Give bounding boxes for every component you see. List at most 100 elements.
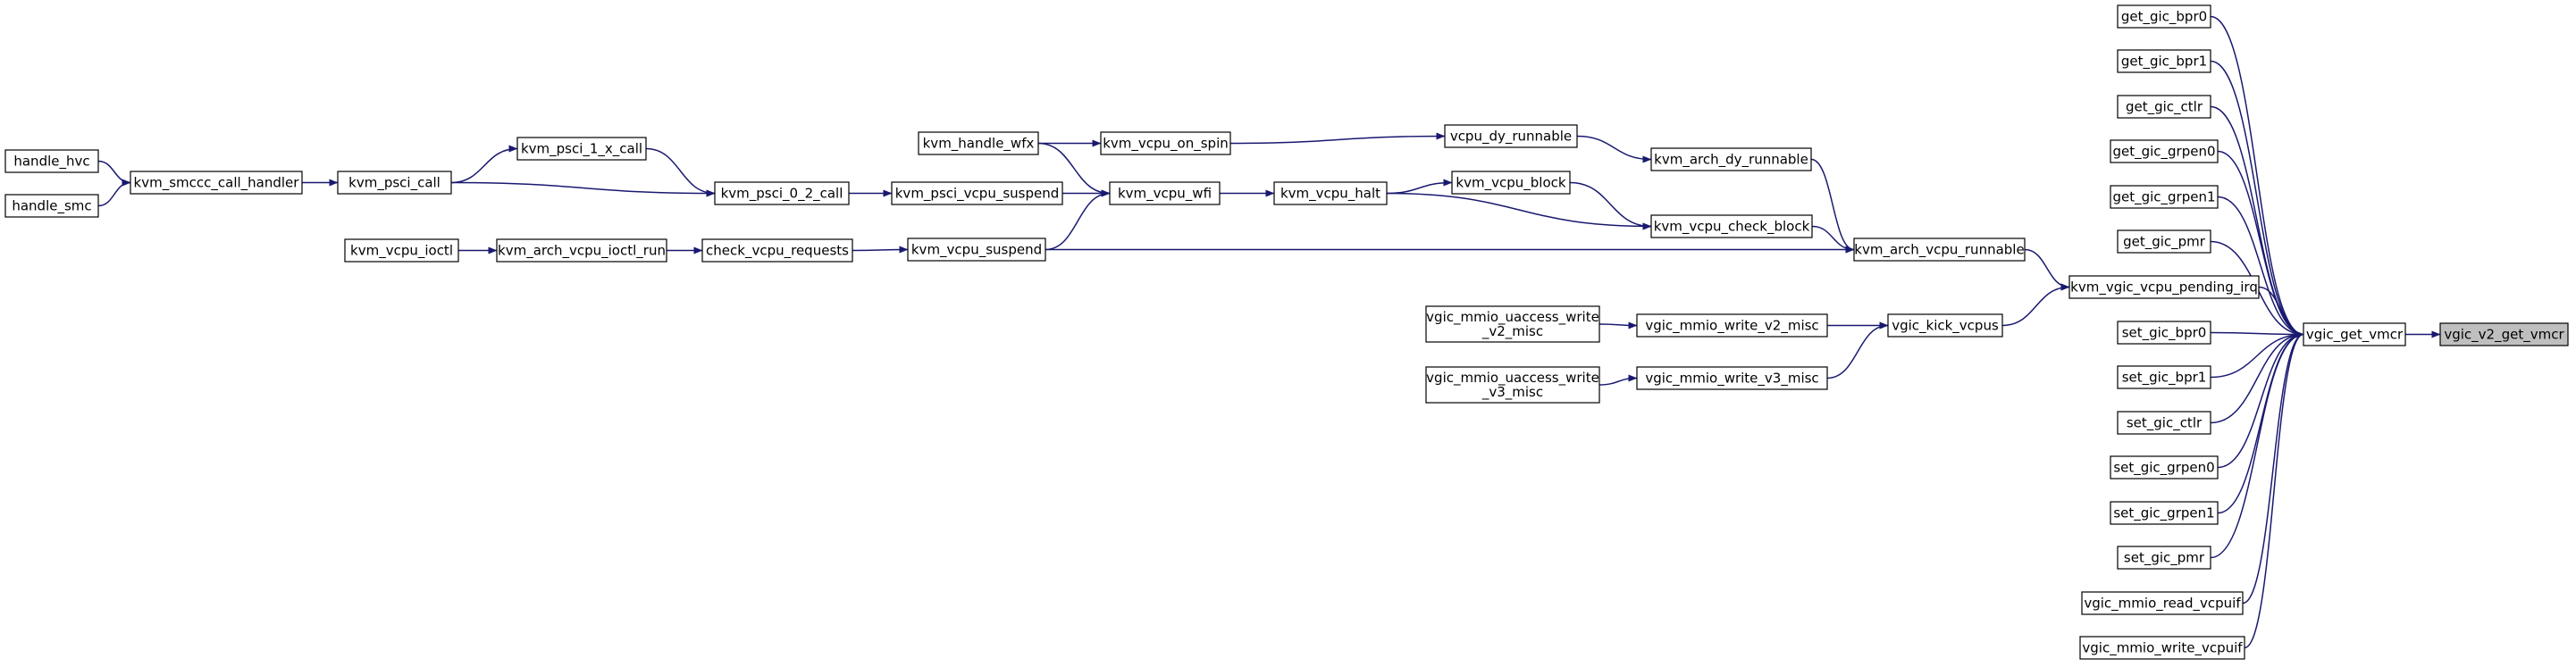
node-kvm-vcpu-block[interactable]: kvm_vcpu_block bbox=[1451, 171, 1571, 195]
edge-vgic-mmio-read-vcpuif-to-vgic-get-vmcr bbox=[2242, 330, 2304, 604]
edge-vgic-mmio-write-v3-misc-to-vgic-kick-vcpus bbox=[1826, 321, 1889, 379]
node-label-set-gic-bpr1: set_gic_bpr1 bbox=[2122, 370, 2207, 387]
node-get-gic-bpr1[interactable]: get_gic_bpr1 bbox=[2117, 49, 2211, 73]
node-label-handle-smc: handle_smc bbox=[12, 198, 91, 215]
node-label-kvm-vcpu-ioctl: kvm_vcpu_ioctl bbox=[350, 243, 453, 260]
node-kvm-smccc-call-handler[interactable]: kvm_smccc_call_handler bbox=[130, 171, 303, 195]
node-check-vcpu-requests[interactable]: check_vcpu_requests bbox=[701, 238, 853, 263]
node-vgic-v2-get-vmcr[interactable]: vgic_v2_get_vmcr bbox=[2439, 322, 2569, 346]
edge-kvm-handle-wfx-to-kvm-vcpu-wfi bbox=[1037, 142, 1111, 197]
nodes-layer: vgic_v2_get_vmcr vgic_get_vmcr get_gic_bpr… bbox=[4, 4, 2569, 660]
node-kvm-vgic-vcpu-pending-irq[interactable]: kvm_vgic_vcpu_pending_irq bbox=[2068, 275, 2260, 299]
node-label-kvm-arch-dy-runnable: kvm_arch_dy_runnable bbox=[1654, 152, 1808, 169]
node-label-kvm-psci-vcpu-suspend: kvm_psci_vcpu_suspend bbox=[895, 186, 1060, 203]
node-label-get-gic-bpr1: get_gic_bpr1 bbox=[2121, 54, 2207, 71]
edge-get-gic-bpr1-to-vgic-get-vmcr bbox=[2210, 60, 2304, 338]
node-vgic-get-vmcr[interactable]: vgic_get_vmcr bbox=[2303, 322, 2406, 346]
node-label-kvm-vcpu-suspend: kvm_vcpu_suspend bbox=[911, 242, 1042, 259]
edge-set-gic-pmr-to-vgic-get-vmcr bbox=[2210, 330, 2304, 559]
node-get-gic-pmr[interactable]: get_gic_pmr bbox=[2117, 229, 2211, 254]
node-label-kvm-vcpu-block: kvm_vcpu_block bbox=[1456, 175, 1565, 192]
edge-kvm-vcpu-halt-to-kvm-vcpu-block bbox=[1386, 179, 1453, 195]
edge-get-gic-bpr0-to-vgic-get-vmcr bbox=[2210, 15, 2304, 338]
edge-kvm-vcpu-block-to-kvm-vcpu-check-block bbox=[1569, 181, 1652, 230]
node-label-kvm-vcpu-check-block: kvm_vcpu_check_block bbox=[1654, 219, 1810, 236]
node-kvm-psci-1-x-call[interactable]: kvm_psci_1_x_call bbox=[516, 137, 647, 161]
node-kvm-vcpu-wfi[interactable]: kvm_vcpu_wfi bbox=[1109, 181, 1221, 205]
node-get-gic-grpen1[interactable]: get_gic_grpen1 bbox=[2110, 185, 2219, 209]
node-label-set-gic-grpen1: set_gic_grpen1 bbox=[2113, 505, 2214, 522]
node-vgic-mmio-read-vcpuif[interactable]: vgic_mmio_read_vcpuif bbox=[2081, 591, 2244, 615]
node-kvm-psci-vcpu-suspend[interactable]: kvm_psci_vcpu_suspend bbox=[891, 181, 1063, 205]
edge-vgic-mmio-write-vcpuif-to-vgic-get-vmcr bbox=[2244, 330, 2304, 649]
node-kvm-arch-vcpu-ioctl-run[interactable]: kvm_arch_vcpu_ioctl_run bbox=[496, 238, 667, 263]
node-vgic-mmio-uaccess-write-v2-misc[interactable]: vgic_mmio_uaccess_write_v2_misc bbox=[1425, 305, 1600, 343]
edge-kvm-psci-1-x-call-to-kvm-psci-0-2-call bbox=[645, 147, 716, 197]
edge-get-gic-grpen1-to-vgic-get-vmcr bbox=[2217, 196, 2304, 338]
node-kvm-psci-0-2-call[interactable]: kvm_psci_0_2_call bbox=[714, 181, 850, 205]
node-label-vgic-mmio-write-v2-misc: vgic_mmio_write_v2_misc bbox=[1645, 318, 1818, 335]
edge-vgic-kick-vcpus-to-kvm-vgic-vcpu-pending-irq bbox=[2001, 283, 2070, 327]
node-kvm-vcpu-suspend[interactable]: kvm_vcpu_suspend bbox=[907, 238, 1046, 262]
node-label-get-gic-pmr: get_gic_pmr bbox=[2123, 234, 2206, 251]
node-label-kvm-vcpu-on-spin: kvm_vcpu_on_spin bbox=[1103, 136, 1229, 153]
node-handle-hvc[interactable]: handle_hvc bbox=[4, 149, 99, 173]
node-label-vgic-mmio-read-vcpuif: vgic_mmio_read_vcpuif bbox=[2084, 596, 2241, 613]
node-label-kvm-arch-vcpu-ioctl-run: kvm_arch_vcpu_ioctl_run bbox=[498, 243, 666, 260]
node-label-vgic-mmio-uaccess-write-v2-misc-line2: _v2_misc bbox=[1481, 323, 1543, 340]
node-vgic-mmio-write-v2-misc[interactable]: vgic_mmio_write_v2_misc bbox=[1636, 313, 1828, 338]
node-label-vgic-mmio-write-vcpuif: vgic_mmio_write_vcpuif bbox=[2082, 640, 2243, 657]
node-label-handle-hvc: handle_hvc bbox=[13, 154, 89, 171]
node-vgic-mmio-write-vcpuif[interactable]: vgic_mmio_write_vcpuif bbox=[2079, 636, 2245, 660]
node-kvm-arch-dy-runnable[interactable]: kvm_arch_dy_runnable bbox=[1650, 147, 1812, 171]
node-label-set-gic-pmr: set_gic_pmr bbox=[2124, 550, 2205, 567]
edge-kvm-arch-vcpu-runnable-to-kvm-vgic-vcpu-pending-irq bbox=[2024, 248, 2070, 291]
node-label-kvm-psci-call: kvm_psci_call bbox=[348, 175, 441, 192]
node-set-gic-bpr0[interactable]: set_gic_bpr0 bbox=[2117, 321, 2211, 345]
node-get-gic-grpen0[interactable]: get_gic_grpen0 bbox=[2110, 139, 2219, 163]
node-kvm-vcpu-halt[interactable]: kvm_vcpu_halt bbox=[1273, 181, 1388, 205]
node-kvm-arch-vcpu-runnable[interactable]: kvm_arch_vcpu_runnable bbox=[1853, 238, 2026, 262]
node-label-kvm-psci-1-x-call: kvm_psci_1_x_call bbox=[521, 141, 642, 158]
node-get-gic-ctlr[interactable]: get_gic_ctlr bbox=[2117, 95, 2211, 119]
node-label-vgic-kick-vcpus: vgic_kick_vcpus bbox=[1892, 318, 1999, 335]
edge-check-vcpu-requests-to-kvm-vcpu-suspend bbox=[852, 246, 909, 254]
node-handle-smc[interactable]: handle_smc bbox=[4, 194, 99, 218]
node-vcpu-dy-runnable[interactable]: vcpu_dy_runnable bbox=[1444, 124, 1578, 148]
edge-set-gic-bpr1-to-vgic-get-vmcr bbox=[2210, 330, 2304, 379]
edge-kvm-psci-call-to-kvm-psci-1-x-call bbox=[450, 145, 518, 184]
node-vgic-kick-vcpus[interactable]: vgic_kick_vcpus bbox=[1887, 313, 2003, 338]
node-label-vgic-mmio-uaccess-write-v3-misc-line1: vgic_mmio_uaccess_write bbox=[1426, 370, 1599, 387]
node-label-get-gic-grpen1: get_gic_grpen1 bbox=[2112, 189, 2215, 206]
edge-kvm-vgic-vcpu-pending-irq-to-vgic-get-vmcr bbox=[2258, 286, 2304, 338]
node-label-kvm-arch-vcpu-runnable: kvm_arch_vcpu_runnable bbox=[1854, 242, 2024, 259]
node-label-kvm-psci-0-2-call: kvm_psci_0_2_call bbox=[721, 186, 843, 203]
edge-kvm-arch-dy-runnable-to-kvm-arch-vcpu-runnable bbox=[1810, 158, 1855, 254]
node-kvm-handle-wfx[interactable]: kvm_handle_wfx bbox=[918, 131, 1039, 155]
node-kvm-vcpu-ioctl[interactable]: kvm_vcpu_ioctl bbox=[344, 238, 459, 263]
node-set-gic-grpen0[interactable]: set_gic_grpen0 bbox=[2110, 455, 2219, 479]
node-label-kvm-vcpu-wfi: kvm_vcpu_wfi bbox=[1118, 186, 1212, 203]
node-set-gic-bpr1[interactable]: set_gic_bpr1 bbox=[2117, 365, 2211, 389]
edge-set-gic-bpr0-to-vgic-get-vmcr bbox=[2210, 330, 2304, 338]
edge-vcpu-dy-runnable-to-kvm-arch-dy-runnable bbox=[1576, 135, 1652, 163]
node-label-check-vcpu-requests: check_vcpu_requests bbox=[706, 243, 849, 260]
node-vgic-mmio-write-v3-misc[interactable]: vgic_mmio_write_v3_misc bbox=[1636, 366, 1828, 390]
edge-handle-smc-to-kvm-smccc-call-handler bbox=[97, 179, 131, 207]
node-set-gic-grpen1[interactable]: set_gic_grpen1 bbox=[2110, 501, 2219, 525]
node-label-set-gic-grpen0: set_gic_grpen0 bbox=[2113, 460, 2214, 477]
node-set-gic-pmr[interactable]: set_gic_pmr bbox=[2117, 546, 2211, 570]
edge-vgic-mmio-uaccess-write-v3-misc-to-vgic-mmio-write-v3-misc bbox=[1598, 374, 1638, 386]
node-get-gic-bpr0[interactable]: get_gic_bpr0 bbox=[2117, 4, 2211, 29]
node-kvm-psci-call[interactable]: kvm_psci_call bbox=[337, 171, 452, 195]
node-set-gic-ctlr[interactable]: set_gic_ctlr bbox=[2117, 411, 2211, 435]
node-kvm-vcpu-check-block[interactable]: kvm_vcpu_check_block bbox=[1650, 214, 1813, 238]
node-kvm-vcpu-on-spin[interactable]: kvm_vcpu_on_spin bbox=[1100, 131, 1231, 155]
node-label-vgic-mmio-uaccess-write-v2-misc-line1: vgic_mmio_uaccess_write bbox=[1426, 309, 1599, 326]
node-vgic-mmio-uaccess-write-v3-misc[interactable]: vgic_mmio_uaccess_write_v3_misc bbox=[1425, 366, 1600, 404]
edge-kvm-vcpu-suspend-to-kvm-vcpu-wfi bbox=[1045, 189, 1111, 251]
edge-set-gic-grpen0-to-vgic-get-vmcr bbox=[2217, 330, 2304, 469]
edge-vgic-mmio-uaccess-write-v2-misc-to-vgic-mmio-write-v2-misc bbox=[1598, 321, 1638, 329]
node-label-get-gic-ctlr: get_gic_ctlr bbox=[2126, 99, 2203, 116]
